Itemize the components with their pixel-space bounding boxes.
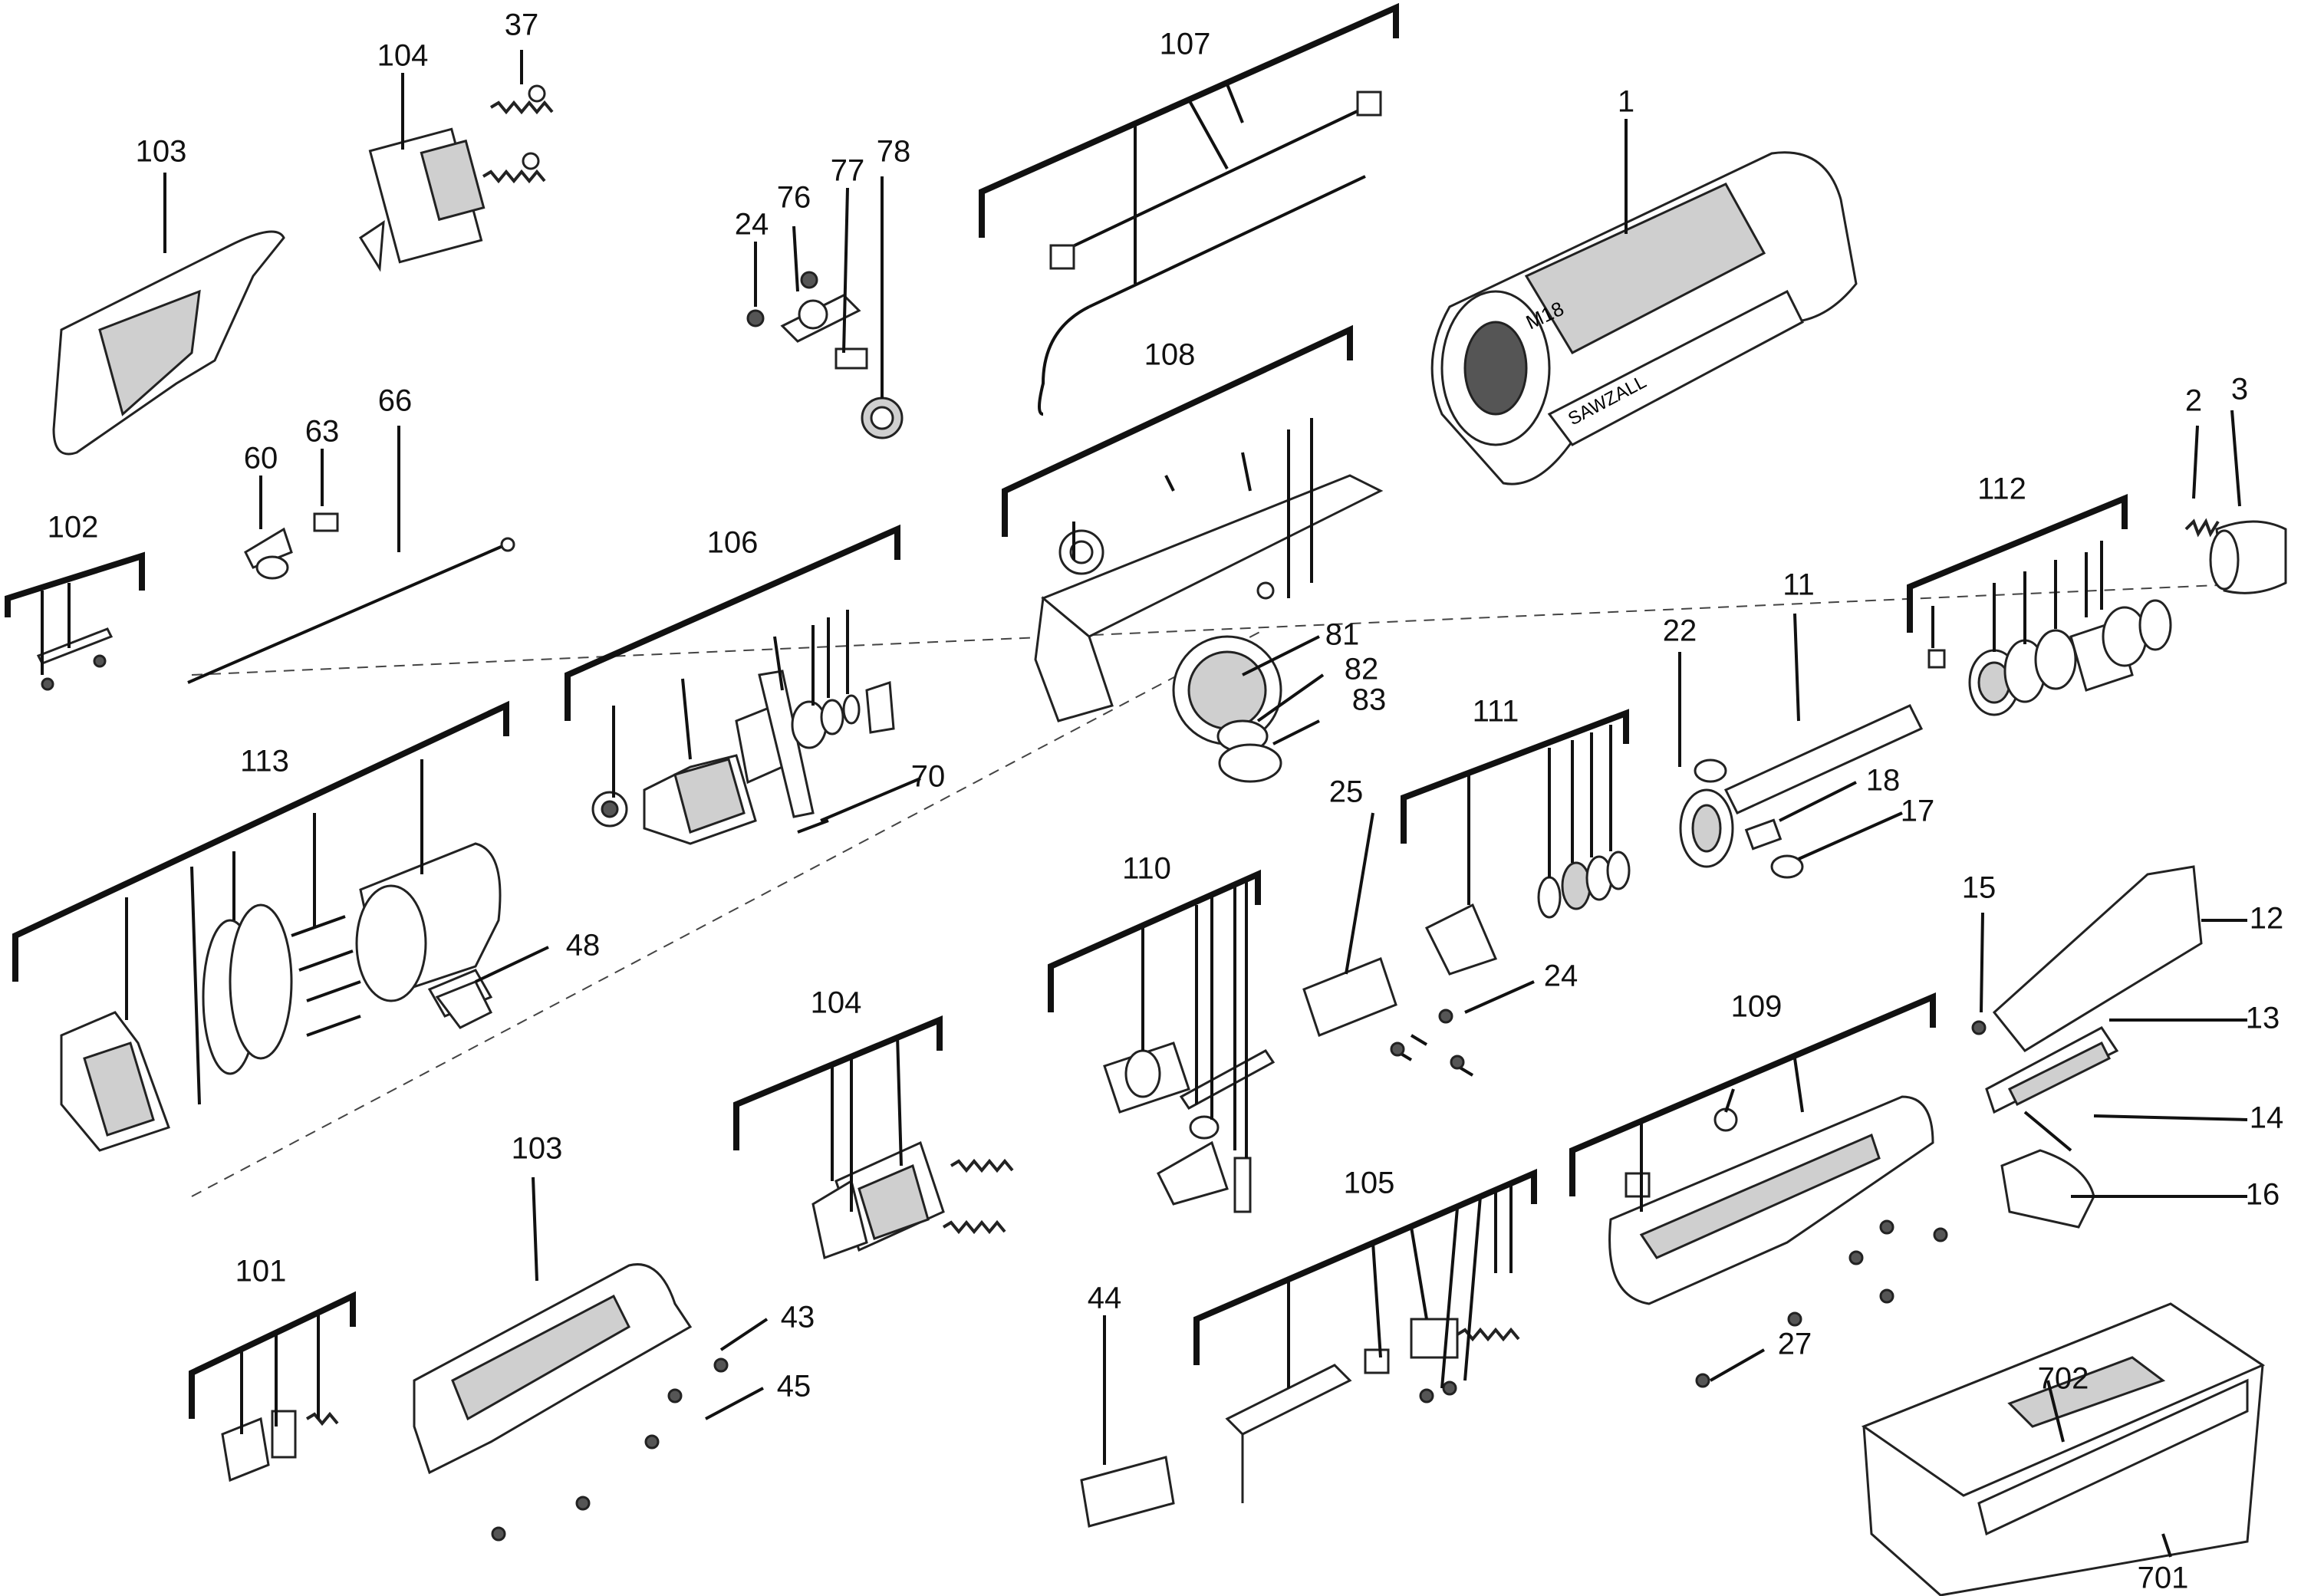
- assembly-axis: [191, 582, 2271, 676]
- callout-106: 106: [707, 526, 759, 560]
- plunger-shaft: [1679, 704, 1924, 879]
- part-25: [1302, 957, 1397, 1037]
- callout-83: 83: [1352, 683, 1387, 717]
- callout-113: 113: [240, 745, 289, 778]
- callout-14: 14: [2250, 1101, 2284, 1135]
- clamp-parts-2-3: [2184, 518, 2287, 594]
- callout-105: 105: [1344, 1167, 1395, 1200]
- callout-27: 27: [1778, 1328, 1812, 1361]
- callout-109: 109: [1731, 990, 1783, 1024]
- link-assembly-110: [1103, 1042, 1276, 1213]
- bracket-102: [5, 551, 145, 675]
- screws-27: [1695, 1219, 1948, 1388]
- callout-3: 3: [2231, 373, 2248, 406]
- callout-110: 110: [1122, 852, 1171, 886]
- bracket-111: [1401, 709, 1629, 905]
- bracket-108: [1002, 324, 1353, 598]
- callout-78: 78: [877, 135, 911, 169]
- gear-case: [1034, 474, 1384, 783]
- callout-112: 112: [1977, 472, 2026, 506]
- callout-107: 107: [1160, 28, 1211, 61]
- callout-labels: 37 104 103 107 1 24 76 77 78 108 2 3 60 …: [48, 8, 2284, 1595]
- bracket-107: [979, 2, 1399, 284]
- bracket-112: [1907, 494, 2128, 652]
- callout-108: 108: [1144, 338, 1196, 372]
- callout-60: 60: [244, 442, 278, 476]
- bracket-105: [1193, 1168, 1537, 1389]
- bearing-set-111: [1424, 851, 1631, 976]
- handle-axis: [191, 628, 1266, 1197]
- callout-702: 702: [2038, 1362, 2089, 1396]
- callout-12: 12: [2250, 902, 2284, 936]
- callout-102: 102: [48, 511, 99, 545]
- handle-half-top: [52, 230, 285, 456]
- bracket-101: [189, 1291, 356, 1434]
- switch-bottom: [811, 1140, 1014, 1259]
- callout-1: 1: [1618, 85, 1634, 119]
- switch-top: [358, 127, 486, 272]
- callout-18: 18: [1866, 764, 1901, 798]
- callout-63: 63: [305, 415, 340, 449]
- bracket-110: [1048, 869, 1261, 1158]
- callout-103-bottom: 103: [512, 1132, 563, 1166]
- callout-103-top: 103: [136, 135, 187, 169]
- callout-77: 77: [831, 154, 865, 188]
- callout-44: 44: [1088, 1282, 1122, 1315]
- carry-case: [1861, 1302, 2266, 1596]
- wire-harness: [1038, 90, 1382, 416]
- callout-104-top: 104: [377, 39, 429, 73]
- callout-24-top: 24: [735, 208, 769, 242]
- battery-parts-101: [221, 1410, 339, 1482]
- bracket-113: [12, 700, 509, 1105]
- callout-701: 701: [2138, 1561, 2189, 1595]
- callout-2: 2: [2185, 384, 2202, 418]
- bracket-109: [1569, 992, 1936, 1212]
- callout-11: 11: [1783, 568, 1815, 602]
- callout-70: 70: [911, 760, 946, 794]
- callout-81: 81: [1325, 618, 1360, 652]
- callout-13: 13: [2246, 1002, 2280, 1035]
- lever-parts-60-63: [244, 512, 339, 580]
- handle-half-109: [1608, 1095, 1934, 1305]
- rod-66: [187, 537, 515, 684]
- callout-101: 101: [235, 1255, 287, 1288]
- gear-housing: M18 SAWZALL: [1430, 151, 1858, 485]
- callout-76: 76: [777, 181, 811, 215]
- screws-37: [482, 84, 554, 184]
- motor-rotor: [591, 670, 895, 845]
- callout-16: 16: [2246, 1178, 2280, 1212]
- callout-17: 17: [1901, 795, 1935, 828]
- lock-parts-105: [1225, 1318, 1520, 1503]
- callout-25: 25: [1329, 775, 1364, 809]
- callout-111: 111: [1473, 695, 1519, 729]
- callout-82: 82: [1345, 653, 1379, 686]
- callout-22: 22: [1663, 614, 1697, 648]
- bracket-106: [565, 524, 900, 798]
- callout-45: 45: [777, 1370, 811, 1403]
- electronics-module: [60, 842, 502, 1152]
- blade-clamp-stack: [1927, 599, 2172, 716]
- bracket-104b: [733, 1015, 943, 1212]
- handle-half-bottom: [413, 1263, 729, 1542]
- blade-44: [1080, 1456, 1175, 1528]
- leader-lines: [163, 50, 2248, 1558]
- bracket-102: [36, 627, 114, 691]
- shoe-assembly: [1971, 865, 2203, 1229]
- bearing-plate-group: [746, 271, 904, 439]
- callout-66: 66: [378, 384, 413, 418]
- callout-48: 48: [566, 929, 601, 963]
- callout-43: 43: [781, 1301, 815, 1334]
- callout-104-bottom: 104: [811, 986, 862, 1020]
- callout-37: 37: [505, 8, 539, 42]
- callout-15: 15: [1962, 871, 1997, 905]
- screws-24: [1390, 1009, 1474, 1077]
- part-48: [435, 980, 493, 1029]
- callout-24-bottom: 24: [1544, 959, 1578, 993]
